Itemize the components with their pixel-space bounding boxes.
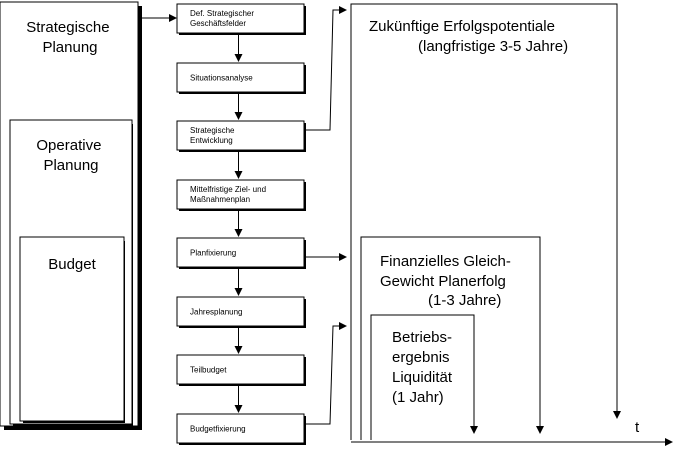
process-step-label: Situationsanalyse [190,74,253,83]
process-step-box [176,354,305,385]
process-step-box [176,62,305,93]
process-step-label: Teilbudget [190,366,227,375]
process-step-label: Planfixierung [190,249,236,258]
operative-planning-label: Operative Planung [36,137,105,174]
process-step-box [176,237,305,268]
budget-frame: Budget [19,236,125,423]
process-step-label: Jahresplanung [190,308,242,317]
process-step-box [176,413,305,444]
strategic-planning-label: Strategische Planung [26,19,114,56]
short-term-label: Betriebs- ergebnis Liquidität (1 Jahr) [392,329,456,406]
process-step-box [176,120,305,151]
long-term-label: Zukünftige Erfolgspotentiale (langfristi… [369,18,568,55]
long-term-region: Zukünftige Erfolgspotentiale (langfristi… [350,3,621,440]
process-step-box [176,296,305,327]
process-step: Jahresplanung [176,296,306,328]
process-step-box [176,179,305,210]
process-step: Budgetfixierung [176,413,306,445]
mid-term-label: Finanzielles Gleich- Gewicht Planerfolg … [380,253,515,309]
strategic-development-connector [304,6,347,131]
budget-label: Budget [48,256,96,273]
time-axis-label: t [635,419,640,436]
process-step: Teilbudget [176,354,306,386]
process-step: Planfixierung [176,237,306,269]
process-step-label: Budgetfixierung [190,425,246,434]
budget-fixing-connector [304,322,347,425]
short-term-region: Betriebs- ergebnis Liquidität (1 Jahr) [370,314,478,440]
process-step: Situationsanalyse [176,62,306,94]
process-step-box [176,3,305,34]
mid-term-region: Finanzielles Gleich- Gewicht Planerfolg … [360,236,544,440]
